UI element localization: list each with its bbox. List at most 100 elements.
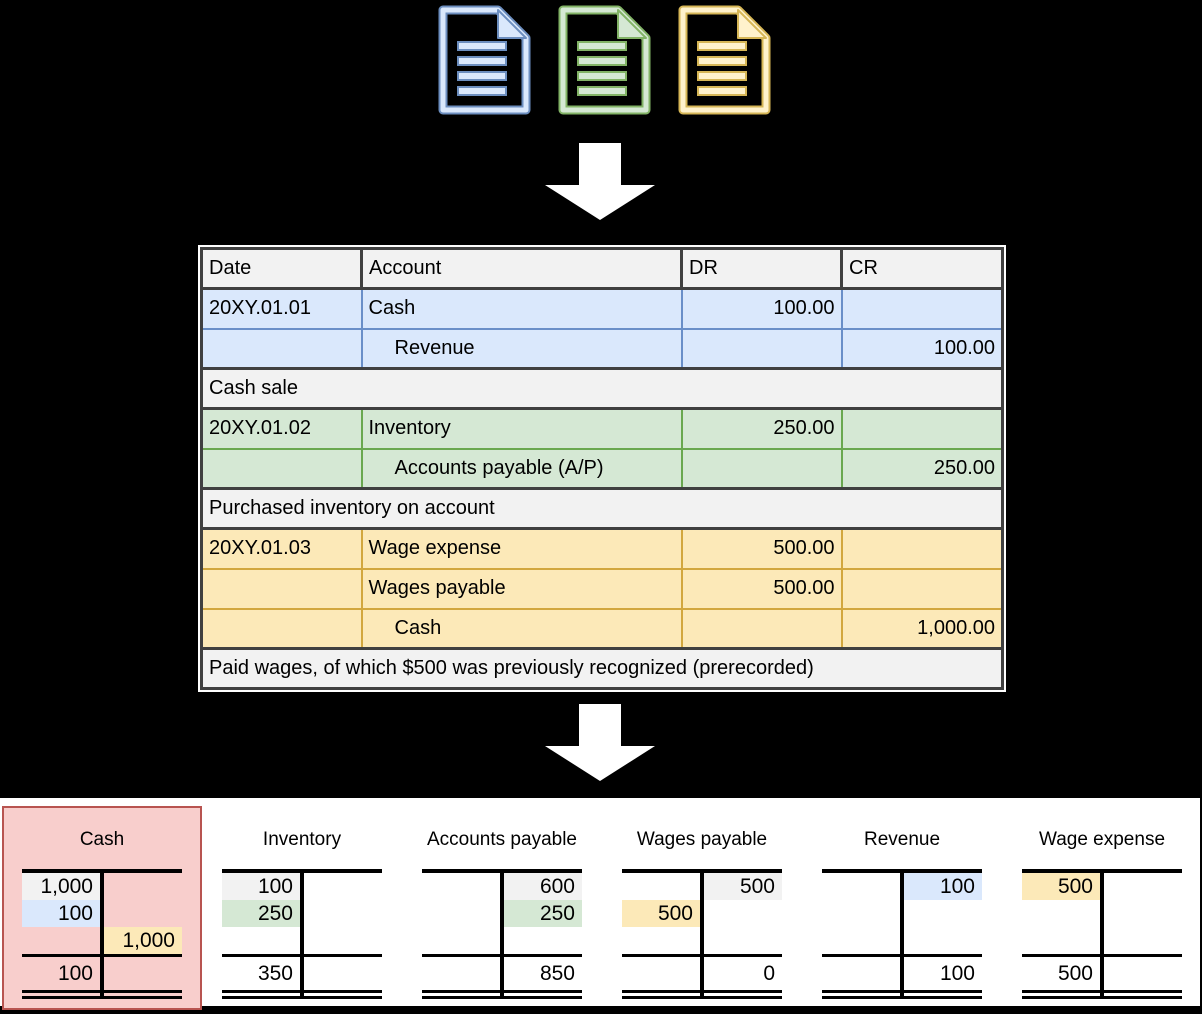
debit-cell — [1022, 927, 1100, 954]
t-account-title: Accounts payable — [427, 829, 577, 850]
t-account-row: 250 — [422, 900, 582, 927]
journal-date-cell — [200, 607, 363, 650]
journal-table: Date Account DR CR 20XY.01.01 Cash 100.0… — [198, 245, 1006, 692]
credit-cell — [104, 900, 182, 927]
down-arrow-icon — [545, 143, 655, 220]
t-divider — [1100, 869, 1104, 999]
t-divider — [100, 869, 104, 999]
debit-balance — [822, 957, 900, 990]
journal-entry-row: 20XY.01.03 Wage expense 500.00 — [200, 527, 1004, 570]
credit-balance — [104, 957, 182, 990]
credit-cell — [304, 873, 382, 900]
journal-dr-cell — [680, 607, 843, 650]
ledger-entry: 250 — [222, 900, 300, 927]
journal-cr-cell — [840, 567, 1004, 610]
ledger-entry: 600 — [504, 873, 582, 900]
down-arrow-icon — [545, 704, 655, 781]
credit-cell: 250 — [504, 900, 582, 927]
journal-account-cell: Wages payable — [360, 567, 683, 610]
ledger-entry: 100 — [22, 900, 100, 927]
journal-entry-row: Cash 1,000.00 — [200, 607, 1004, 650]
t-account-row: 100 — [222, 873, 382, 900]
journal-cr-cell: 1,000.00 — [840, 607, 1004, 650]
t-account-accounts-payable: Accounts payable 600 250 850 — [402, 798, 602, 1012]
debit-cell — [822, 927, 900, 954]
debit-cell — [422, 900, 500, 927]
t-account-figure: 500 500 — [1022, 869, 1182, 999]
t-divider — [900, 869, 904, 999]
debit-balance — [622, 957, 700, 990]
credit-cell — [1104, 927, 1182, 954]
debit-cell — [422, 873, 500, 900]
journal-entry-row: Wages payable 500.00 — [200, 567, 1004, 610]
debit-balance: 500 — [1057, 962, 1093, 985]
t-account-title: Cash — [79, 829, 125, 850]
t-account-title: Revenue — [863, 829, 941, 850]
credit-balance — [304, 957, 382, 990]
credit-balance: 100 — [939, 962, 975, 985]
journal-description-row: Cash sale — [200, 367, 1004, 410]
t-account-cash: Cash 1,000 100 1,000 100 — [2, 798, 202, 1012]
debit-cell — [622, 927, 700, 954]
credit-cell — [304, 900, 382, 927]
t-account-row: 100 — [822, 873, 982, 900]
journal-table-body: Date Account DR CR 20XY.01.01 Cash 100.0… — [200, 247, 1004, 690]
credit-cell — [704, 900, 782, 927]
credit-balance: 850 — [539, 962, 575, 985]
journal-col-header-cr: CR — [840, 247, 1004, 290]
t-account-figure: 100 100 — [822, 869, 982, 999]
t-account-row: 1,000 — [22, 873, 182, 900]
journal-col-header-dr: DR — [680, 247, 843, 290]
journal-account-cell: Revenue — [360, 327, 683, 370]
journal-description-row: Purchased inventory on account — [200, 487, 1004, 530]
t-account-figure: 100 250 350 — [222, 869, 382, 999]
debit-cell — [1022, 900, 1100, 927]
t-account-wages-payable: Wages payable 500 500 0 — [602, 798, 802, 1012]
debit-cell: 1,000 — [22, 873, 100, 900]
t-balance-row: 100 — [22, 957, 182, 990]
journal-account-cell: Cash — [360, 287, 683, 330]
t-account-inventory: Inventory 100 250 350 — [202, 798, 402, 1012]
ledger-entry: 1,000 — [22, 873, 100, 900]
t-divider — [700, 869, 704, 999]
journal-account-cell: Cash — [360, 607, 683, 650]
credit-cell: 600 — [504, 873, 582, 900]
debit-balance: 350 — [257, 962, 293, 985]
t-account-row: 600 — [422, 873, 582, 900]
journal-dr-cell: 500.00 — [680, 527, 843, 570]
t-account-figure: 600 250 850 — [422, 869, 582, 999]
credit-cell — [904, 900, 982, 927]
debit-cell: 500 — [1022, 873, 1100, 900]
journal-date-cell: 20XY.01.02 — [200, 407, 363, 450]
journal-col-header-account: Account — [360, 247, 683, 290]
debit-cell — [822, 873, 900, 900]
t-account-title: Wages payable — [636, 829, 768, 850]
journal-cr-cell — [840, 287, 1004, 330]
t-account-row: 500 — [1022, 873, 1182, 900]
debit-balance: 100 — [57, 962, 93, 985]
journal-entry-row: 20XY.01.01 Cash 100.00 — [200, 287, 1004, 330]
t-account-figure: 500 500 0 — [622, 869, 782, 999]
credit-cell: 1,000 — [104, 927, 182, 954]
debit-cell: 500 — [622, 900, 700, 927]
credit-cell — [904, 927, 982, 954]
credit-cell — [704, 927, 782, 954]
journal-entry-row: 20XY.01.02 Inventory 250.00 — [200, 407, 1004, 450]
journal-account-cell: Inventory — [360, 407, 683, 450]
journal-cr-cell — [840, 407, 1004, 450]
journal-dr-cell: 500.00 — [680, 567, 843, 610]
journal-date-cell — [200, 447, 363, 490]
credit-cell: 500 — [704, 873, 782, 900]
t-account-row: 100 — [22, 900, 182, 927]
debit-balance — [422, 957, 500, 990]
t-balance-row: 850 — [422, 957, 582, 990]
ledger-entry: 1,000 — [104, 927, 182, 954]
yellow-document-icon — [678, 5, 771, 115]
ledger-entry: 250 — [504, 900, 582, 927]
credit-cell — [1104, 873, 1182, 900]
credit-cell — [104, 873, 182, 900]
credit-cell: 100 — [904, 873, 982, 900]
t-account-row: 1,000 — [22, 927, 182, 954]
journal-account-cell: Accounts payable (A/P) — [360, 447, 683, 490]
ledger-entry: 100 — [904, 873, 982, 900]
